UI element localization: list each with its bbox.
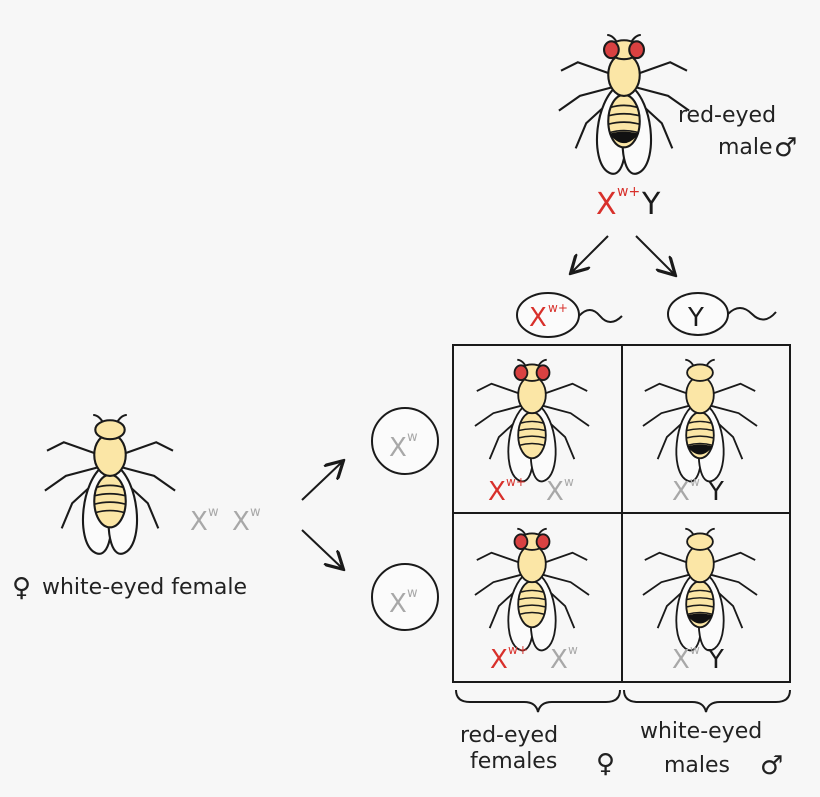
cell4-a: w (690, 643, 700, 657)
cell2-x: X (672, 477, 690, 507)
outcome-right-line2: males (664, 753, 730, 778)
cell-bottom-right-fly (642, 527, 758, 652)
cell2-a: w (690, 475, 700, 489)
male-symbol: ♂ (774, 133, 797, 163)
sperm-x-allele: w+ (548, 301, 568, 315)
female-genotype: X w X w (190, 505, 261, 537)
cell1-a2: w (564, 475, 574, 489)
male-label-line2: male (718, 135, 773, 160)
sperm-x: X w+ (516, 292, 623, 338)
egg-top: X w (371, 407, 439, 475)
outcome-right-symbol: ♂ (760, 751, 783, 781)
female-genotype-x1: X (190, 507, 208, 537)
cell2-y: Y (707, 477, 724, 507)
female-symbol: ♀ (12, 573, 31, 603)
cell3-a2: w (568, 643, 578, 657)
female-parent-fly (43, 413, 177, 555)
egg-top-x: X (389, 433, 407, 463)
cell4-x: X (672, 645, 690, 675)
arrow-to-sperm-y (635, 235, 674, 274)
male-genotype-y: Y (641, 187, 661, 222)
cell3-a1: w+ (508, 643, 528, 657)
cell3-x1: X (490, 645, 508, 675)
punnett-square (452, 344, 791, 683)
cell1-x2: X (546, 477, 564, 507)
sperm-y-letter: Y (687, 303, 704, 333)
cell-bottom-left-fly (474, 527, 590, 652)
sperm-y: Y (667, 292, 777, 336)
male-genotype-x: X (596, 187, 617, 222)
female-genotype-allele2: w (250, 505, 261, 520)
outcome-left-line1: red-eyed (460, 723, 558, 748)
cell-top-right-fly (642, 358, 758, 483)
outcome-right-line1: white-eyed (640, 719, 762, 744)
cell-bottom-left-genotype: X w+ X w (490, 643, 578, 675)
cell1-a1: w+ (506, 475, 526, 489)
arrow-to-sperm-x (572, 235, 609, 272)
male-genotype-allele: w+ (617, 184, 640, 200)
female-genotype-x2: X (232, 507, 250, 537)
cell1-x1: X (488, 477, 506, 507)
brace-right (623, 689, 791, 713)
outcome-left-symbol: ♀ (596, 749, 615, 779)
outcome-left-line2: females (470, 749, 557, 774)
male-parent-fly (557, 33, 691, 175)
cell-bottom-right-genotype: X w Y (672, 643, 724, 675)
cell-top-right-genotype: X w Y (672, 475, 724, 507)
female-genotype-allele1: w (208, 505, 219, 520)
male-genotype: X w+ Y (596, 184, 661, 222)
arrow-to-egg-top (301, 462, 342, 501)
sperm-x-letter: X (529, 303, 547, 333)
egg-top-allele: w (407, 430, 418, 445)
female-label: white-eyed female (42, 575, 247, 600)
egg-bottom-x: X (389, 589, 407, 619)
male-label-line1: red-eyed (678, 103, 776, 128)
arrow-to-egg-bottom (301, 529, 342, 568)
cell4-y: Y (707, 645, 724, 675)
egg-bottom: X w (371, 563, 439, 631)
cell3-x2: X (550, 645, 568, 675)
cell-top-left-fly (474, 358, 590, 483)
brace-left (455, 689, 621, 713)
egg-bottom-allele: w (407, 586, 418, 601)
cell-top-left-genotype: X w+ X w (488, 475, 574, 507)
